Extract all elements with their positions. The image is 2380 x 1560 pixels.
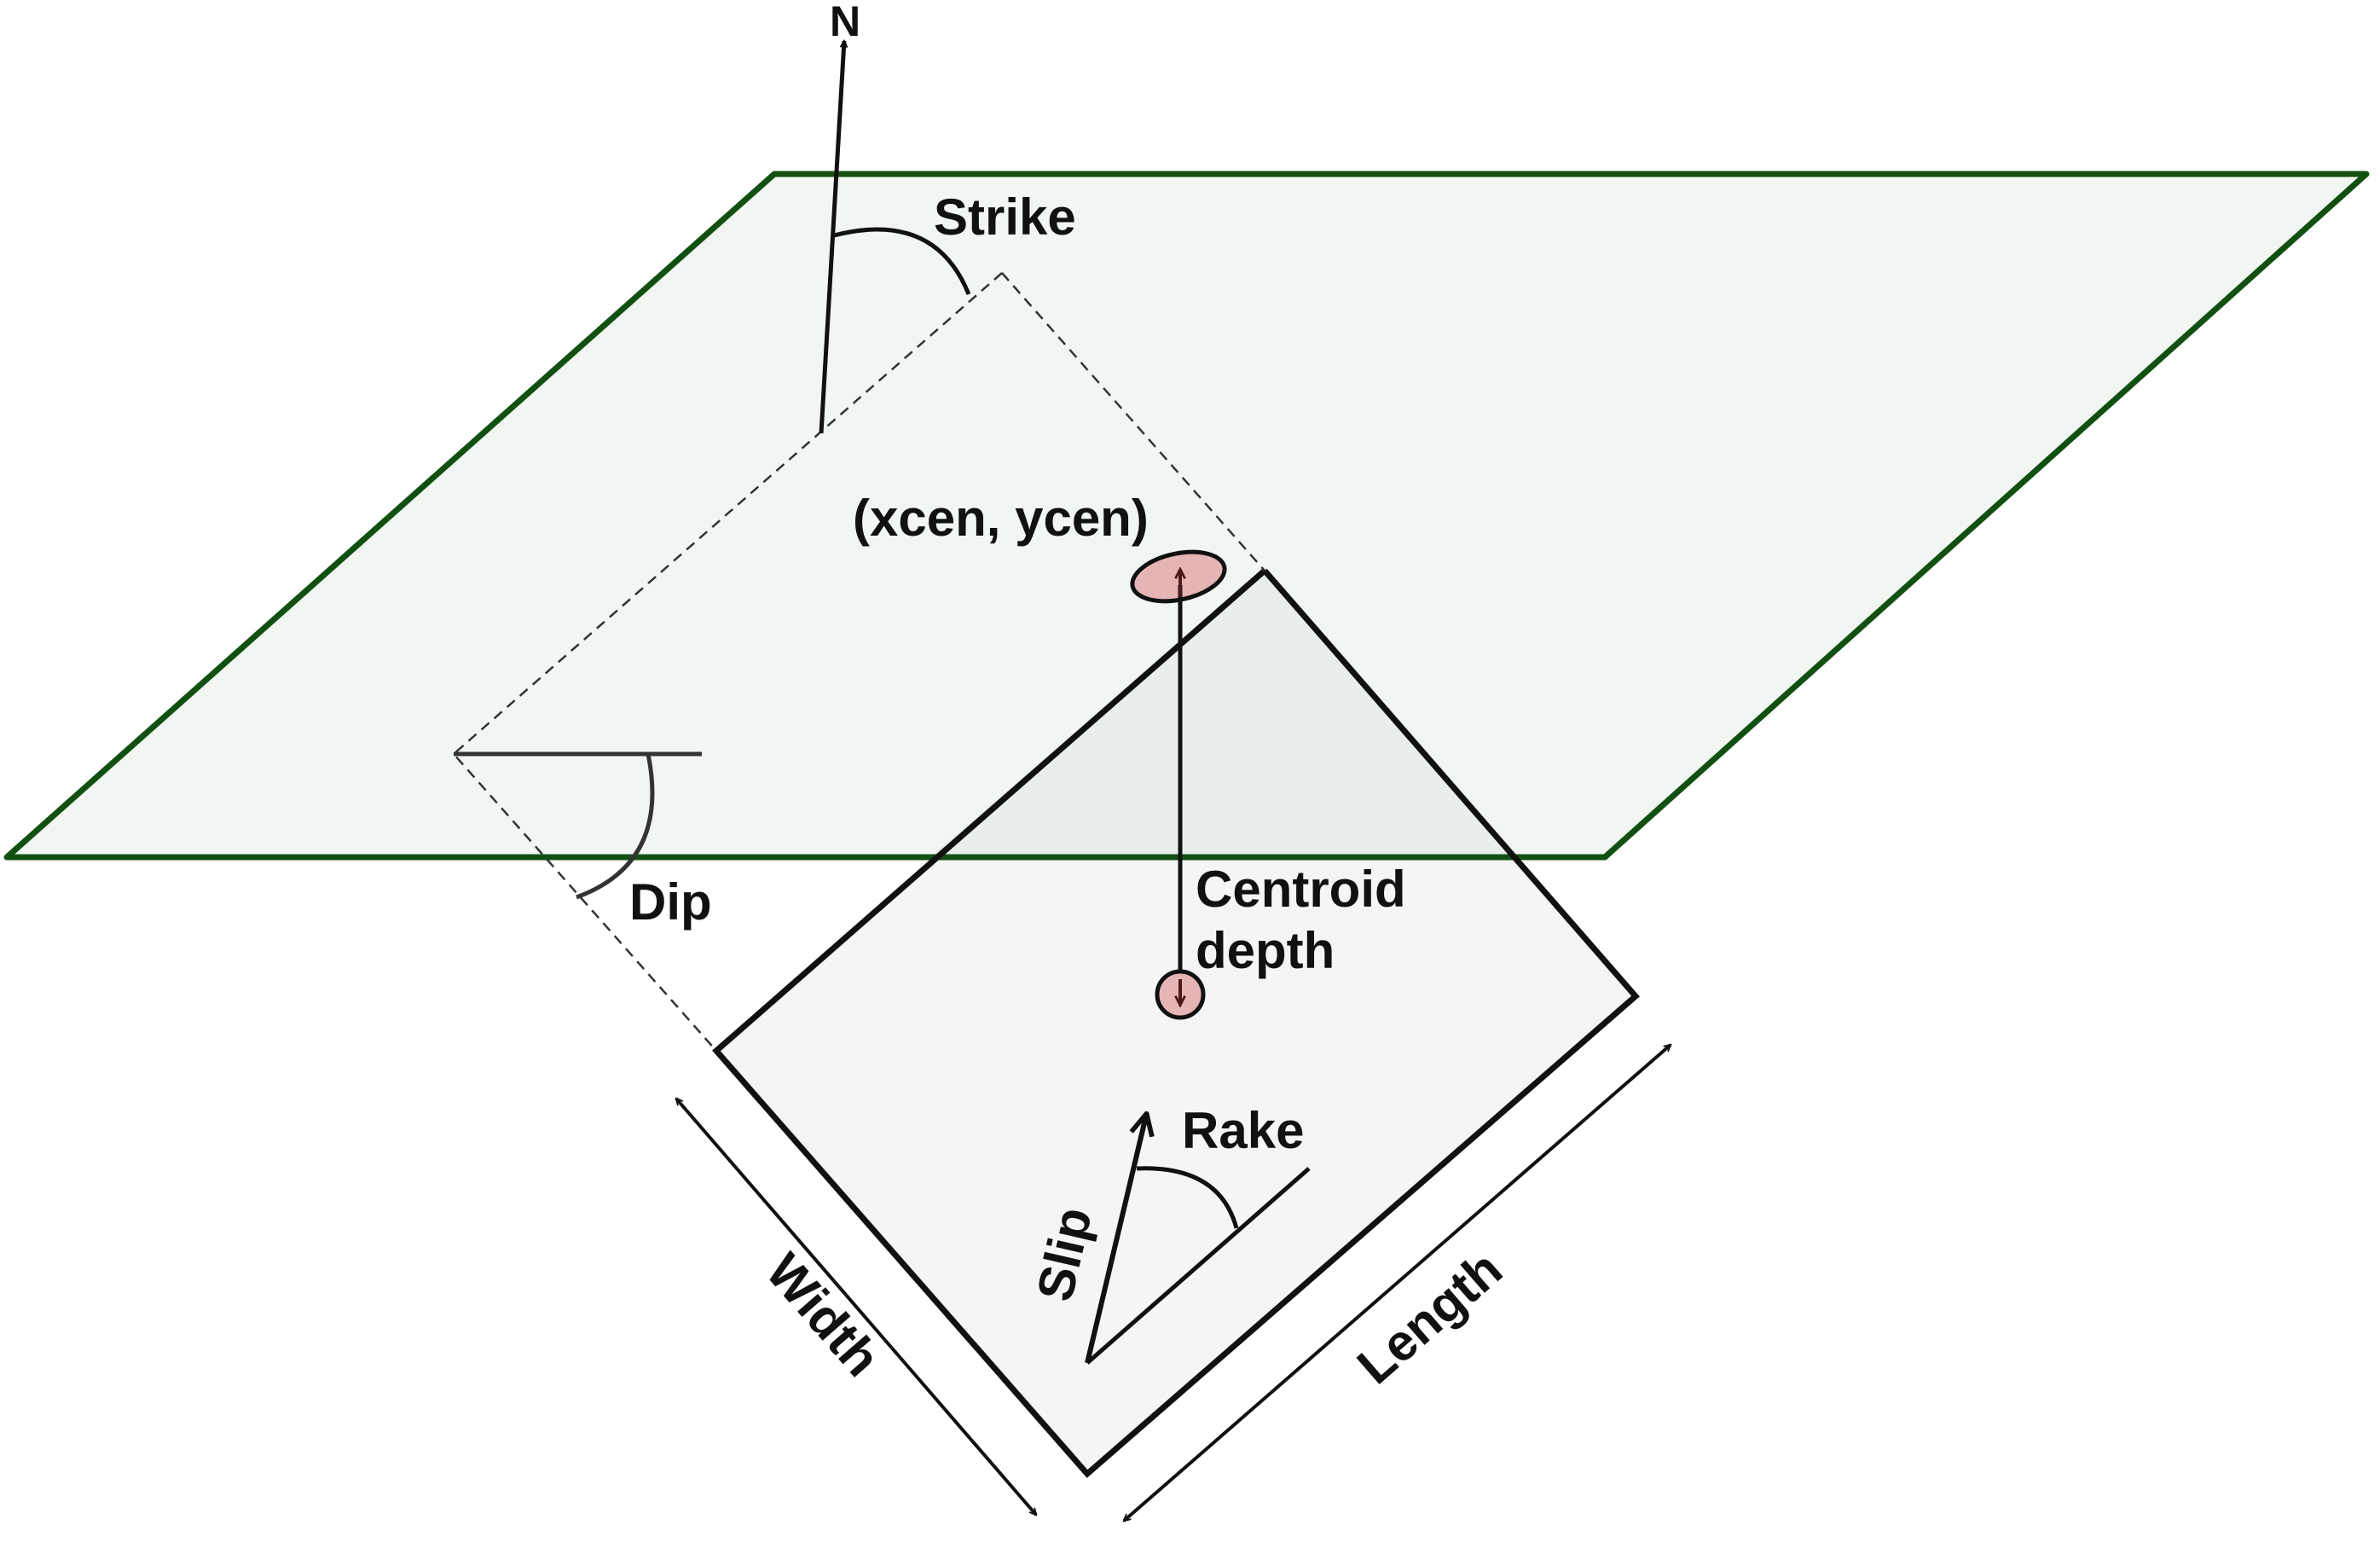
dip-label: Dip [629, 873, 712, 931]
centroid-depth-label-line2: depth [1196, 922, 1335, 979]
ground-surface-plane [7, 174, 2366, 857]
dip-arc [576, 753, 655, 900]
fault-plane-upper-shading [929, 571, 1509, 857]
ground-surface-outline [3, 171, 2370, 861]
fault-plane-outline [712, 568, 1640, 1478]
surface-projection-dashed-top [452, 272, 1003, 1052]
north-arrow [819, 41, 844, 434]
centroid-depth-label-line1: Centroid [1196, 861, 1406, 918]
width-label: Width [756, 1243, 892, 1387]
width-dimension-arrow [676, 1099, 1036, 1515]
surface-projection-dashed [1001, 272, 1265, 571]
length-label: Length [1346, 1240, 1513, 1395]
rake-label: Rake [1182, 1102, 1304, 1159]
strike-arc [833, 227, 971, 295]
north-label: N [830, 0, 860, 45]
length-dimension-arrow [1124, 1045, 1671, 1521]
centroid-xy-label: (xcen, ycen) [853, 490, 1149, 547]
strike-label: Strike [934, 188, 1076, 246]
